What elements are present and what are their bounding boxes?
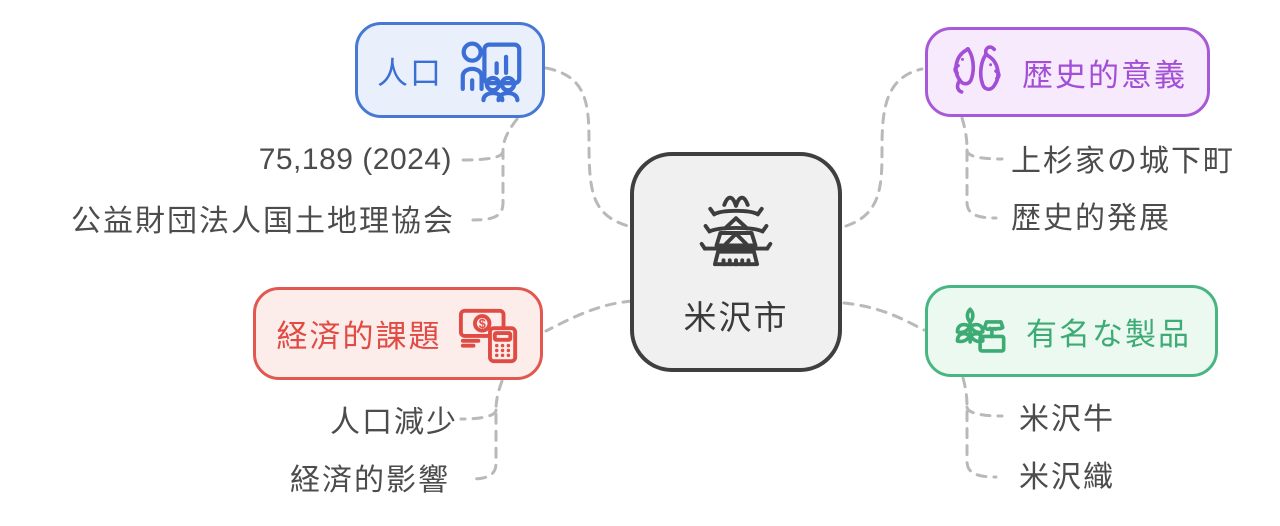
branch-node-economy[interactable]: 経済的課題 $	[253, 287, 543, 380]
connector-center-to-history	[844, 67, 924, 228]
connector-economy-trunk	[468, 379, 504, 481]
connector-center-to-economy	[544, 299, 634, 333]
center-node-yonezawa[interactable]: 米沢市	[630, 152, 842, 372]
connector-economy-branch	[459, 408, 498, 421]
presentation-demographics-icon	[460, 41, 522, 103]
leaf-population-value[interactable]: 75,189 (2024)	[258, 143, 452, 176]
connector-population-branch	[459, 149, 505, 162]
money-calculator-icon: $	[458, 308, 517, 363]
dollar-glyph: $	[478, 317, 485, 331]
leaf-history-castle-town[interactable]: 上杉家の城下町	[1011, 145, 1235, 178]
connector-center-to-products	[842, 301, 926, 332]
leaf-products-beef[interactable]: 米沢牛	[1019, 403, 1115, 436]
population-label: 人口	[377, 55, 443, 91]
economy-label: 経済的課題	[276, 319, 442, 354]
connector-products-branch	[965, 405, 1004, 418]
leaf-population-source[interactable]: 公益財団法人国土地理協会	[71, 205, 455, 238]
leaf-economy-population-decline[interactable]: 人口減少	[330, 406, 458, 439]
rice-plant-market-icon	[955, 307, 1006, 353]
connector-products-trunk	[961, 376, 998, 479]
connector-population-trunk	[471, 117, 519, 222]
history-label: 歴史的意義	[1022, 57, 1187, 93]
castle-icon	[699, 195, 773, 267]
branch-node-population[interactable]: 人口	[355, 22, 545, 118]
koi-fish-icon	[953, 45, 1001, 94]
leaf-history-development[interactable]: 歴史的発展	[1011, 202, 1171, 235]
leaf-economy-impact[interactable]: 経済的影響	[290, 464, 450, 497]
connector-population-to-center	[544, 66, 630, 228]
connector-history-branch	[965, 148, 1004, 161]
branch-node-products[interactable]: 有名な製品	[925, 285, 1218, 377]
products-label: 有名な製品	[1026, 316, 1191, 352]
branch-node-history[interactable]: 歴史的意義	[925, 27, 1210, 117]
leaf-products-textile[interactable]: 米沢織	[1019, 461, 1115, 494]
connector-history-trunk	[960, 116, 998, 220]
center-node-label: 米沢市	[683, 299, 789, 336]
